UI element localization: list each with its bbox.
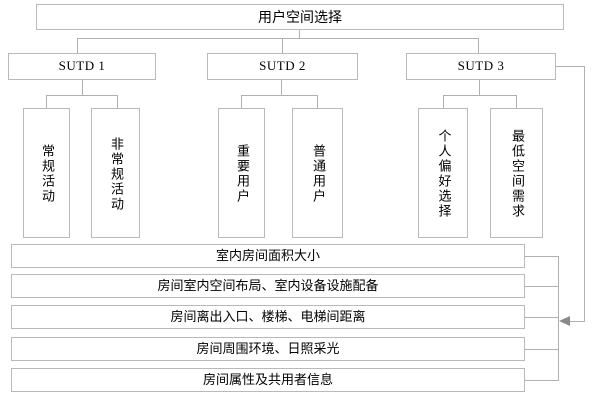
connector-sutd1-drop-a [46, 95, 47, 108]
node-root-user-space-selection[interactable]: 用户空间选择 [36, 4, 564, 30]
connector-criteria-bus [558, 256, 559, 380]
connector-sutd2-drop-d [317, 95, 318, 108]
connector-right-rail [584, 66, 585, 321]
connector-sutd3-bus [443, 95, 517, 96]
connector-criteria-stub-2 [525, 317, 559, 318]
connector-right-rail-into-bus [570, 321, 585, 322]
connector-sutd3-stub [479, 80, 480, 95]
node-personal-preference[interactable]: 个人偏好选择 [418, 108, 468, 238]
connector-level2-drop-2 [282, 38, 283, 53]
connector-level2-drop-3 [478, 38, 479, 53]
node-regular-activity[interactable]: 常规活动 [23, 108, 70, 238]
connector-sutd3-right-exit [556, 66, 585, 67]
arrowhead-into-criteria-bus [559, 316, 570, 326]
connector-criteria-stub-3 [525, 349, 559, 350]
connector-sutd1-bus [46, 95, 118, 96]
node-sutd-2[interactable]: SUTD 2 [207, 53, 358, 80]
node-minimum-space-requirement[interactable]: 最低空间需求 [490, 108, 543, 238]
criteria-surroundings-daylight[interactable]: 房间周围环境、日照采光 [11, 337, 525, 361]
connector-level2-drop-1 [77, 38, 78, 53]
connector-root-stub [299, 30, 300, 39]
connector-criteria-stub-0 [525, 256, 559, 257]
connector-sutd3-drop-e [443, 95, 444, 108]
connector-sutd2-bus [241, 95, 318, 96]
connector-level2-bus [77, 38, 479, 39]
connector-sutd2-stub [281, 80, 282, 95]
criteria-room-layout-equipment[interactable]: 房间室内空间布局、室内设备设施配备 [11, 274, 525, 298]
connector-criteria-stub-1 [525, 286, 559, 287]
criteria-room-area[interactable]: 室内房间面积大小 [11, 244, 525, 268]
connector-criteria-stub-4 [525, 380, 559, 381]
node-sutd-1[interactable]: SUTD 1 [8, 53, 156, 80]
node-ordinary-user[interactable]: 普通用户 [292, 108, 343, 238]
node-irregular-activity[interactable]: 非常规活动 [91, 108, 140, 238]
connector-sutd2-drop-c [241, 95, 242, 108]
node-important-user[interactable]: 重要用户 [218, 108, 265, 238]
criteria-room-attributes-sharers[interactable]: 房间属性及共用者信息 [11, 368, 525, 392]
connector-sutd3-drop-f [516, 95, 517, 108]
criteria-distance-entrance-stairs-elevator[interactable]: 房间离出入口、楼梯、电梯间距离 [11, 305, 525, 329]
connector-sutd1-drop-b [117, 95, 118, 108]
node-sutd-3[interactable]: SUTD 3 [406, 53, 556, 80]
connector-sutd1-stub [82, 80, 83, 95]
